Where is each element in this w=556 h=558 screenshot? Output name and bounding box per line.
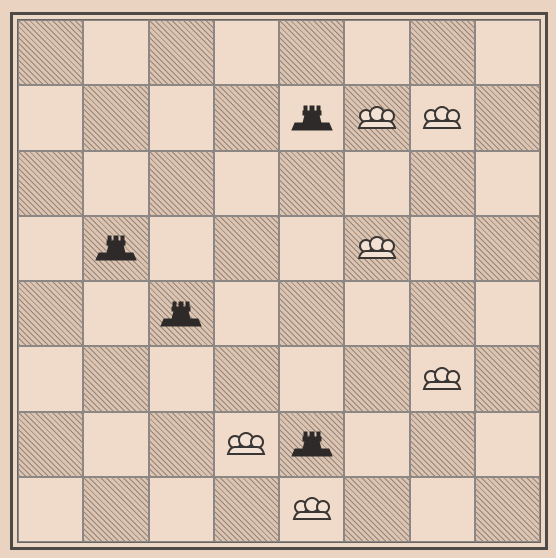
board-square[interactable]: [475, 216, 540, 281]
board-square[interactable]: [410, 20, 475, 85]
board-square[interactable]: [344, 477, 409, 542]
board-square[interactable]: [83, 477, 148, 542]
white-pawn-icon[interactable]: [351, 103, 403, 133]
board-square[interactable]: [279, 85, 344, 150]
board-square[interactable]: [344, 216, 409, 281]
board-square[interactable]: [475, 412, 540, 477]
board-square[interactable]: [344, 412, 409, 477]
board-square[interactable]: [214, 151, 279, 216]
board-square[interactable]: [83, 151, 148, 216]
board-square[interactable]: [149, 20, 214, 85]
black-rook-icon[interactable]: [90, 233, 142, 263]
board-square[interactable]: [149, 346, 214, 411]
board-square[interactable]: [18, 216, 83, 281]
board-square[interactable]: [344, 20, 409, 85]
board-square[interactable]: [475, 477, 540, 542]
white-pawn-icon[interactable]: [416, 103, 468, 133]
white-pawn-icon[interactable]: [286, 494, 338, 524]
board-square[interactable]: [410, 477, 475, 542]
board-square[interactable]: [149, 281, 214, 346]
board-square[interactable]: [475, 281, 540, 346]
board-square[interactable]: [344, 346, 409, 411]
board-square[interactable]: [83, 85, 148, 150]
board-square[interactable]: [279, 216, 344, 281]
board-square[interactable]: [214, 216, 279, 281]
board-square[interactable]: [18, 20, 83, 85]
board-square[interactable]: [410, 151, 475, 216]
board-square[interactable]: [410, 346, 475, 411]
board-square[interactable]: [83, 346, 148, 411]
board-square[interactable]: [18, 281, 83, 346]
board-square[interactable]: [149, 412, 214, 477]
board-square[interactable]: [214, 412, 279, 477]
board-square[interactable]: [344, 281, 409, 346]
board-square[interactable]: [18, 85, 83, 150]
board-square[interactable]: [410, 85, 475, 150]
board-square[interactable]: [475, 20, 540, 85]
board-square[interactable]: [279, 281, 344, 346]
board-square[interactable]: [214, 477, 279, 542]
board-square[interactable]: [18, 412, 83, 477]
black-rook-icon[interactable]: [286, 429, 338, 459]
board-square[interactable]: [18, 151, 83, 216]
board-square[interactable]: [344, 151, 409, 216]
board-square[interactable]: [475, 85, 540, 150]
chess-board[interactable]: [17, 19, 541, 543]
board-square[interactable]: [83, 412, 148, 477]
board-square[interactable]: [279, 412, 344, 477]
white-pawn-icon[interactable]: [351, 233, 403, 263]
board-square[interactable]: [279, 20, 344, 85]
board-square[interactable]: [149, 151, 214, 216]
black-rook-icon[interactable]: [155, 299, 207, 329]
board-square[interactable]: [279, 477, 344, 542]
white-pawn-icon[interactable]: [416, 364, 468, 394]
chess-board-frame: [10, 12, 548, 550]
board-square[interactable]: [83, 281, 148, 346]
board-square[interactable]: [149, 477, 214, 542]
board-square[interactable]: [149, 216, 214, 281]
board-square[interactable]: [410, 412, 475, 477]
board-square[interactable]: [214, 85, 279, 150]
board-square[interactable]: [279, 151, 344, 216]
black-rook-icon[interactable]: [286, 103, 338, 133]
board-square[interactable]: [18, 477, 83, 542]
board-square[interactable]: [475, 346, 540, 411]
board-square[interactable]: [344, 85, 409, 150]
board-square[interactable]: [214, 20, 279, 85]
board-square[interactable]: [83, 216, 148, 281]
board-square[interactable]: [214, 281, 279, 346]
board-square[interactable]: [410, 216, 475, 281]
board-square[interactable]: [475, 151, 540, 216]
board-square[interactable]: [410, 281, 475, 346]
board-square[interactable]: [83, 20, 148, 85]
white-pawn-icon[interactable]: [220, 429, 272, 459]
board-square[interactable]: [18, 346, 83, 411]
board-square[interactable]: [149, 85, 214, 150]
board-square[interactable]: [214, 346, 279, 411]
board-square[interactable]: [279, 346, 344, 411]
